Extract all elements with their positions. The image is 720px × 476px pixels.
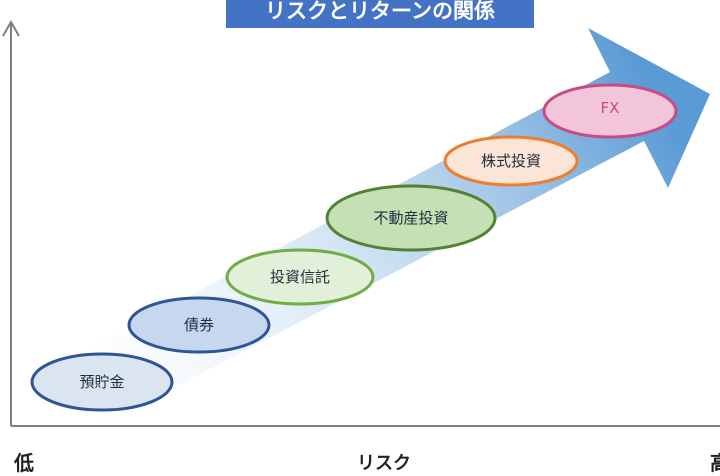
item-ellipse [225, 248, 375, 306]
x-axis-low-label: 低 [14, 451, 34, 475]
item-label: FX [601, 99, 620, 117]
item-ellipse [443, 135, 579, 187]
risk-return-diagram: 預貯金 債券 投資信託 不動産投資 株式投資 FX [2, 19, 720, 429]
item-label: 株式投資 [481, 152, 541, 170]
item-label: 預貯金 [79, 373, 124, 391]
item-ellipse [542, 83, 678, 139]
item-fx: FX [542, 83, 678, 139]
x-axis-high-label: 高 [710, 447, 720, 476]
item-ellipse [325, 184, 497, 252]
item-ellipse [30, 352, 174, 412]
item-mutual-funds: 投資信託 [225, 248, 375, 306]
item-label: 不動産投資 [373, 209, 448, 227]
diagram-title: リスクとリターンの関係 [226, 0, 534, 28]
x-axis-label: リスク [357, 453, 411, 474]
y-axis-arrowhead [2, 19, 20, 37]
item-stocks: 株式投資 [443, 135, 579, 187]
item-savings: 預貯金 [30, 352, 174, 412]
item-label: 債券 [184, 316, 214, 334]
item-ellipse [127, 296, 271, 354]
item-bonds: 債券 [127, 296, 271, 354]
item-real-estate: 不動産投資 [325, 184, 497, 252]
item-label: 投資信託 [270, 268, 330, 286]
